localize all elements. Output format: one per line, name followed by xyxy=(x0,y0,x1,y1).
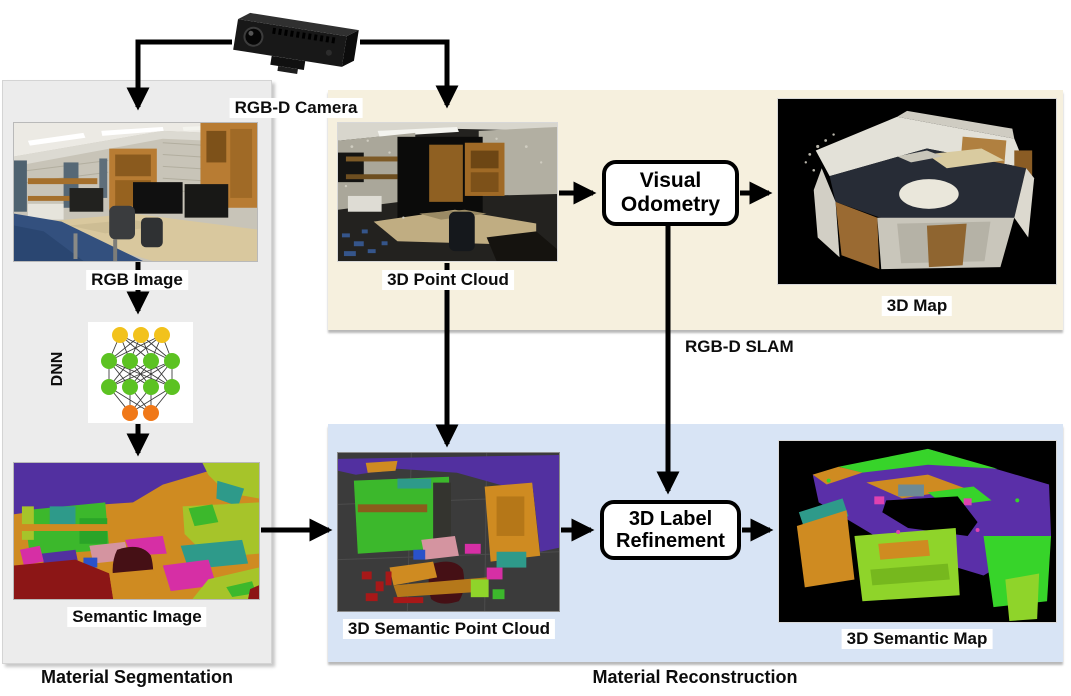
point-cloud-caption: 3D Point Cloud xyxy=(382,270,514,290)
material-reconstruction-caption: Material Reconstruction xyxy=(592,667,798,687)
visual-odometry-box: Visual Odometry xyxy=(602,160,739,226)
semantic-map-caption: 3D Semantic Map xyxy=(841,629,993,649)
label-refinement-line2: Refinement xyxy=(616,530,725,552)
map-caption: 3D Map xyxy=(881,296,953,316)
material-segmentation-caption: Material Segmentation xyxy=(40,667,234,687)
semantic-map-image xyxy=(778,440,1057,623)
visual-odometry-line1: Visual xyxy=(639,169,702,193)
rgb-image-caption: RGB Image xyxy=(86,270,188,290)
rgb-image xyxy=(13,122,258,262)
semantic-point-cloud-image xyxy=(337,452,560,612)
camera-caption: RGB-D Camera xyxy=(229,98,363,118)
semantic-image-caption: Semantic Image xyxy=(67,607,207,627)
label-refinement-line1: 3D Label xyxy=(628,507,713,530)
rgbd-slam-caption: RGB-D SLAM xyxy=(685,337,794,356)
label-refinement-box: 3D Label Refinement xyxy=(600,500,741,560)
dnn-caption: DNN xyxy=(49,351,66,387)
semantic-point-cloud-caption: 3D Semantic Point Cloud xyxy=(342,619,556,639)
semantic-image xyxy=(13,462,260,600)
visual-odometry-line2: Odometry xyxy=(620,193,721,216)
point-cloud-image xyxy=(337,122,558,262)
rgbd-camera-icon xyxy=(220,0,368,86)
dnn-icon xyxy=(88,322,193,423)
map-3d-image xyxy=(777,98,1057,285)
